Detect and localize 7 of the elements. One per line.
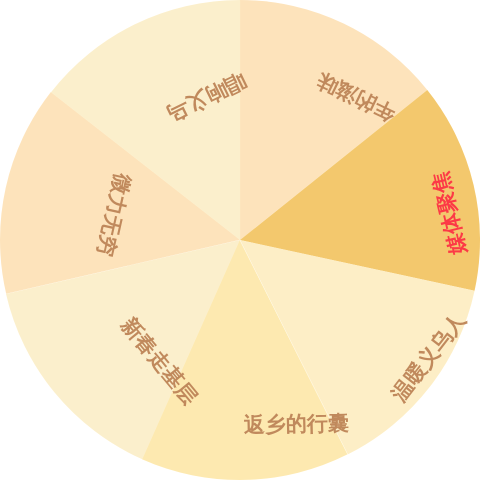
segment-label: 返乡的行囊 — [244, 410, 350, 438]
segment-label: 新春走基层 — [117, 313, 202, 410]
segment-label: 媒体聚焦 — [428, 168, 471, 256]
segment-label: 唱响义乌 — [164, 68, 250, 127]
segment-label: 温暖义乌人 — [386, 308, 470, 406]
segment-label: 微力无穷 — [93, 171, 135, 258]
segment-label: 年的滋味 — [313, 68, 400, 126]
